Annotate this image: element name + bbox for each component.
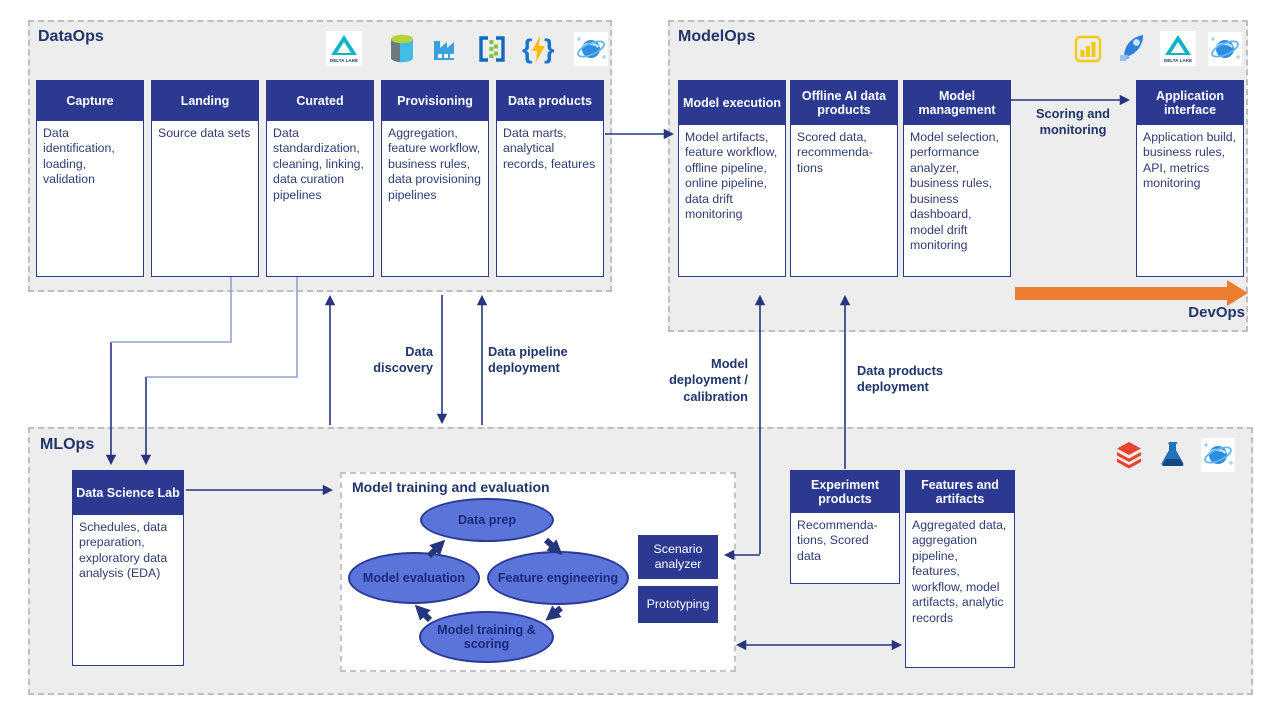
col-header: Model management [904, 81, 1010, 125]
data-discovery-label: Data discovery [373, 344, 433, 376]
cosmos-db-icon [574, 32, 608, 66]
synapse-icon [479, 36, 505, 62]
col-body: Aggregation, feature workflow, business … [388, 126, 481, 202]
modelops-title: ModelOps [678, 28, 756, 45]
dataops-col-provisioning: Provisioning Aggregation, feature workfl… [381, 80, 489, 277]
col-body: Data marts, analytical records, features [503, 126, 596, 171]
col-header: Application interface [1137, 81, 1243, 125]
col-body: Model artifacts, feature workflow, offli… [685, 130, 778, 222]
data-factory-icon [434, 41, 454, 60]
mlops-title: MLOps [40, 436, 95, 453]
scenario-analyzer-box: Scenario analyzer [638, 535, 718, 579]
dataops-col-curated: Curated Data standardization, cleaning, … [266, 80, 374, 277]
col-header: Offline AI data products [791, 81, 897, 125]
scoring-monitoring-label: Scoring and monitoring [1036, 106, 1110, 138]
col-body: Application build, business rules, API, … [1143, 130, 1236, 191]
light-elbow-connectors [111, 277, 298, 378]
features-artifacts-box: Features and artifacts Aggregated data, … [905, 470, 1015, 668]
data-products-deployment-label: Data products deployment [857, 363, 944, 395]
col-header: Experiment products [791, 471, 899, 513]
data-lake-storage-icon [391, 34, 413, 63]
cycle-feature-engineering: Feature engineering [487, 551, 629, 605]
col-body: Aggregated data, aggregation pipeline, f… [912, 518, 1007, 625]
dataops-title: DataOps [38, 28, 104, 45]
azure-ml-flask-icon [1161, 442, 1184, 466]
modelops-col-model-execution: Model execution Model artifacts, feature… [678, 80, 786, 277]
cycle-data-prep: Data prep [420, 498, 554, 542]
col-header: Model execution [679, 81, 785, 125]
model-training-title: Model training and evaluation [352, 479, 550, 495]
modelops-col-offline-ai: Offline AI data products Scored data, re… [790, 80, 898, 277]
power-bi-icon [1074, 35, 1102, 63]
col-header: Landing [152, 81, 258, 121]
delta-lake-icon: DELTA LAKE [326, 31, 362, 66]
col-body: Schedules, data preparation, exploratory… [79, 520, 168, 581]
functions-icon: { } [522, 34, 555, 64]
devops-label: DevOps [1188, 304, 1245, 321]
cosmos-db-icon [1208, 32, 1242, 66]
experiment-products-box: Experiment products Recommenda-tions, Sc… [790, 470, 900, 584]
col-header: Curated [267, 81, 373, 121]
databricks-icon [1117, 442, 1141, 469]
svg-text:{: { [522, 34, 533, 64]
devops-arrow-bar [1015, 287, 1227, 300]
data-science-lab-box: Data Science Lab Schedules, data prepara… [72, 470, 184, 666]
col-body: Data standardization, cleaning, linking,… [273, 126, 364, 202]
devops-arrow-head [1227, 280, 1248, 306]
col-header: Capture [37, 81, 143, 121]
col-body: Source data sets [158, 126, 251, 140]
delta-lake-icon: DELTA LAKE [1160, 31, 1196, 66]
col-header: Data Science Lab [73, 471, 183, 515]
prototyping-box: Prototyping [638, 586, 718, 623]
col-body: Model selection, performance analyzer, b… [910, 130, 999, 253]
cycle-model-training-scoring: Model training & scoring [419, 611, 554, 663]
modelops-col-model-management: Model management Model selection, perfor… [903, 80, 1011, 277]
rocket-icon [1120, 35, 1144, 61]
col-header: Features and artifacts [906, 471, 1014, 513]
col-body: Recommenda-tions, Scored data [797, 518, 878, 563]
data-pipeline-deployment-label: Data pipeline deployment [488, 344, 568, 376]
cosmos-db-icon [1201, 438, 1235, 472]
cycle-model-evaluation: Model evaluation [348, 552, 480, 604]
delta-lake-label: DELTA LAKE [330, 58, 358, 63]
col-body: Data identification, loading, validation [43, 126, 115, 187]
dataops-col-capture: Capture Data identification, loading, va… [36, 80, 144, 277]
delta-lake-label: DELTA LAKE [1164, 58, 1192, 63]
model-deployment-label: Model deployment / calibration [669, 356, 748, 404]
svg-text:}: } [544, 34, 555, 64]
modelops-col-application-interface: Application interface Application build,… [1136, 80, 1244, 277]
col-body: Scored data, recommenda-tions [797, 130, 873, 175]
elbow-curated-to-dslab [146, 277, 298, 378]
dataops-col-landing: Landing Source data sets [151, 80, 259, 277]
dataops-col-data-products: Data products Data marts, analytical rec… [496, 80, 604, 277]
col-header: Data products [497, 81, 603, 121]
col-header: Provisioning [382, 81, 488, 121]
